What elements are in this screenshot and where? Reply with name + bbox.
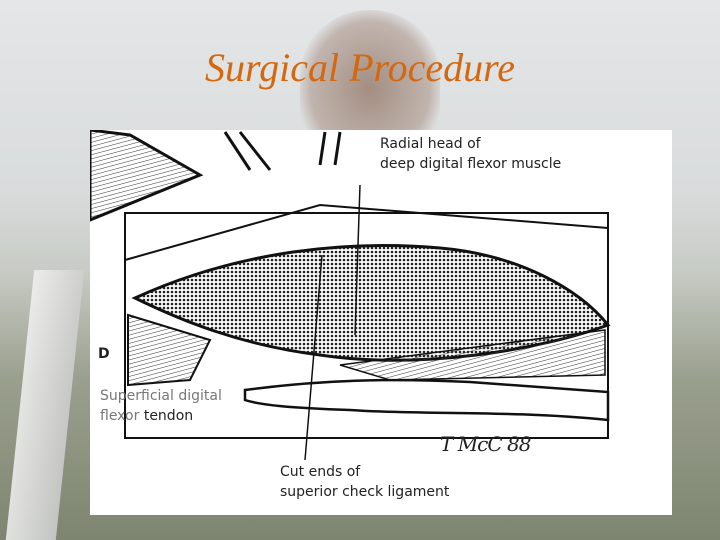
- label-word: tendon: [143, 408, 194, 424]
- label-superficial-digital-flexor: Superficial digital flexor tendon: [100, 386, 222, 426]
- leader-line-radial-head: [354, 184, 361, 336]
- upper-incision-shape: [90, 130, 204, 222]
- label-word: flexor: [100, 408, 140, 424]
- background-horse-photo: [300, 10, 440, 140]
- background-fence: [5, 270, 85, 540]
- label-line: superior check ligament: [280, 484, 450, 500]
- illustration-drawing: [90, 130, 611, 461]
- surgical-illustration: Radial head of deep digital flexor muscl…: [90, 130, 672, 515]
- leader-line-check-ligament: [304, 254, 323, 461]
- label-line: deep digital flexor muscle: [380, 156, 562, 172]
- label-line: Cut ends of: [280, 464, 361, 480]
- label-line: Radial head of: [380, 136, 481, 152]
- retractor-lines: [223, 131, 342, 171]
- superficial-digital-flexor-tendon: [243, 378, 610, 422]
- label-line: Superficial digital: [100, 388, 222, 404]
- panel-letter: D: [98, 346, 110, 362]
- label-radial-head: Radial head of deep digital flexor muscl…: [380, 134, 561, 174]
- label-cut-ends: Cut ends of superior check ligament: [280, 462, 449, 502]
- slide-title: Surgical Procedure: [205, 45, 515, 90]
- artist-signature: T McC 88: [440, 432, 531, 456]
- deep-digital-flexor-muscle: [131, 244, 611, 362]
